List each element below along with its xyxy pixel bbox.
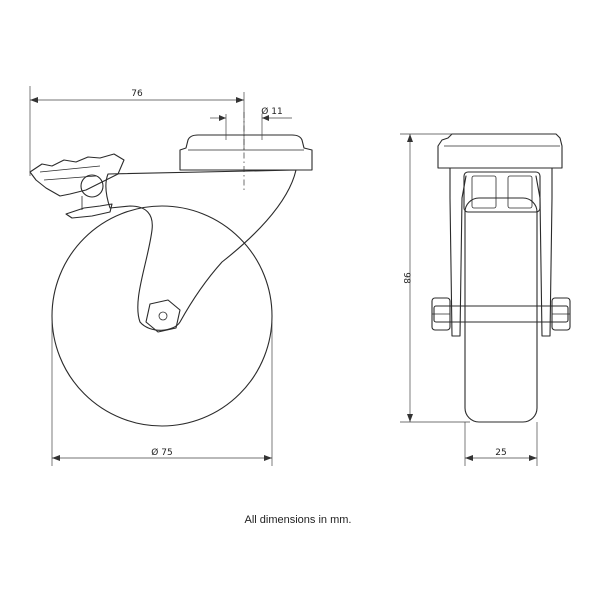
brake-pad <box>65 203 113 219</box>
axle-hex-nut <box>145 299 181 333</box>
swivel-housing <box>463 171 541 213</box>
wheel-front <box>464 197 538 423</box>
axle <box>433 305 569 323</box>
brake-pivot <box>80 174 104 198</box>
brake-lever <box>29 153 125 197</box>
dimension-wheel-diameter: Ø 75 <box>151 447 172 458</box>
dimension-top-width: 76 <box>131 89 143 99</box>
fork-arm <box>105 169 297 331</box>
fork-leg-right <box>535 167 553 337</box>
units-note: All dimensions in mm. <box>245 514 352 526</box>
swivel-head-plate <box>179 134 313 171</box>
dimension-bolt-hole: Ø 11 <box>261 106 282 117</box>
side-view <box>29 134 313 427</box>
dimension-wheel-width: 25 <box>495 448 506 458</box>
dimension-lines <box>29 86 538 466</box>
dimension-height: 98 <box>401 272 411 284</box>
wheel-outline <box>51 205 273 427</box>
front-top-plate <box>437 133 563 169</box>
fork-leg-left <box>449 167 467 337</box>
front-view <box>431 133 571 423</box>
